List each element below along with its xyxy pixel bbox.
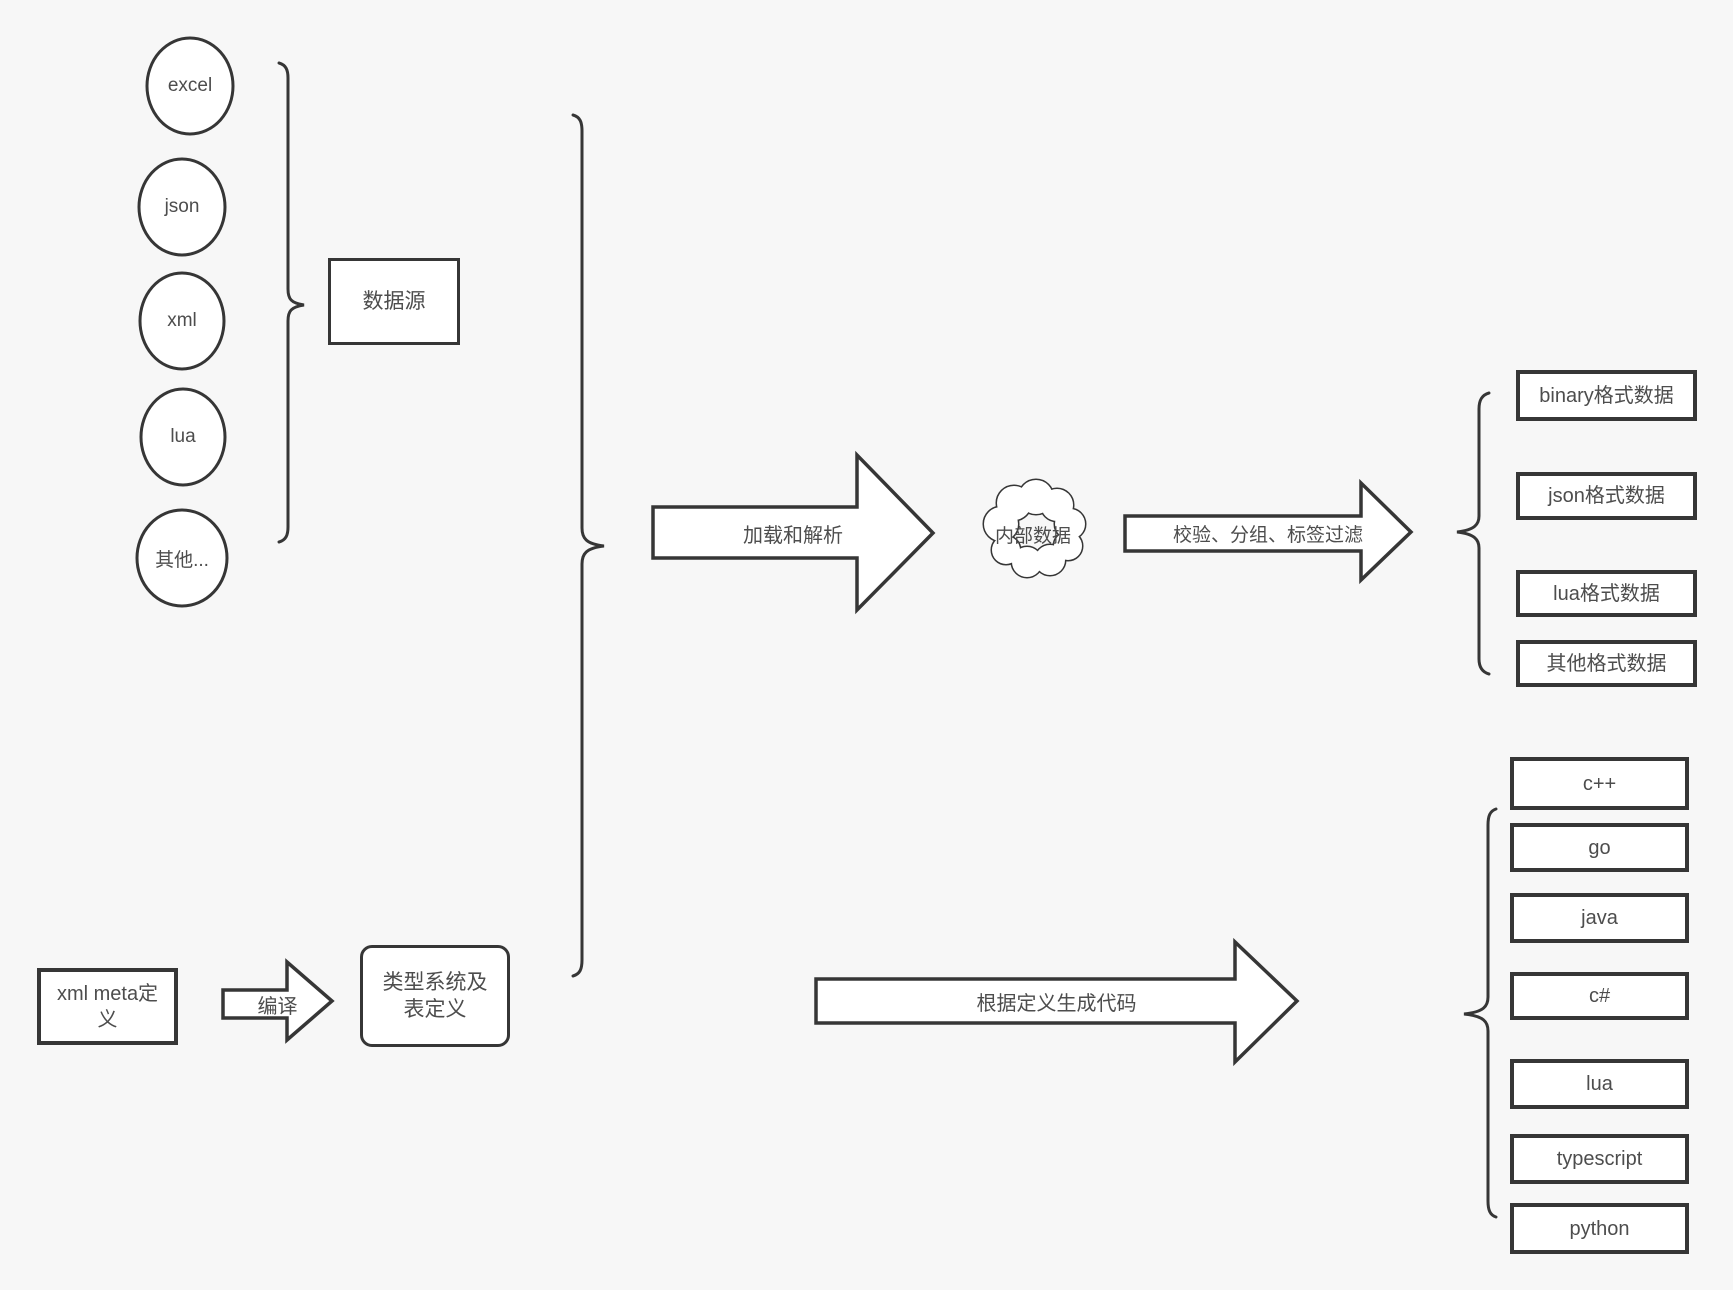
language-box-java: java (1510, 893, 1689, 943)
format-box-other: 其他格式数据 (1516, 640, 1697, 687)
language-box-csharp: c# (1510, 972, 1689, 1020)
language-box-typescript: typescript (1510, 1134, 1689, 1184)
source-label-other: 其他... (155, 549, 209, 571)
source-ellipse-lua (139, 387, 227, 487)
source-label-excel: excel (167, 75, 213, 96)
load-parse-arrow-label: 加载和解析 (743, 524, 843, 547)
source-label-json: json (164, 196, 200, 217)
language-box-python: python (1510, 1203, 1689, 1254)
languages-brace (1463, 807, 1498, 1219)
format-box-lua: lua格式数据 (1516, 570, 1697, 617)
language-box-go: go (1510, 823, 1689, 872)
language-box-cpp: c++ (1510, 757, 1689, 810)
source-ellipse-json (137, 157, 227, 257)
filter-arrow (1123, 478, 1414, 585)
load-parse-arrow (651, 450, 936, 615)
codegen-arrow (814, 937, 1300, 1067)
source-ellipse-xml (138, 271, 226, 371)
filter-arrow-label: 校验、分组、标签过滤 (1172, 524, 1363, 546)
language-box-lua: lua (1510, 1059, 1689, 1109)
source-ellipse-excel (145, 36, 235, 136)
left-group-brace (571, 113, 605, 978)
compile-arrow (221, 958, 335, 1044)
source-ellipse-other (135, 508, 229, 608)
source-label-lua: lua (170, 426, 196, 447)
compile-arrow-label: 编译 (257, 995, 298, 1018)
xml-meta-box: xml meta定义 (37, 968, 178, 1045)
internal-data-cloud (982, 478, 1087, 579)
format-box-json: json格式数据 (1516, 472, 1697, 520)
sources-brace (277, 61, 305, 544)
internal-data-cloud-label: 内部数据 (994, 525, 1071, 547)
format-box-binary: binary格式数据 (1516, 370, 1697, 421)
formats-brace (1456, 391, 1491, 676)
codegen-arrow-label: 根据定义生成代码 (976, 992, 1137, 1015)
source-label-xml: xml (167, 310, 197, 331)
type-system-box: 类型系统及表定义 (360, 945, 510, 1047)
data-source-box: 数据源 (328, 258, 460, 345)
